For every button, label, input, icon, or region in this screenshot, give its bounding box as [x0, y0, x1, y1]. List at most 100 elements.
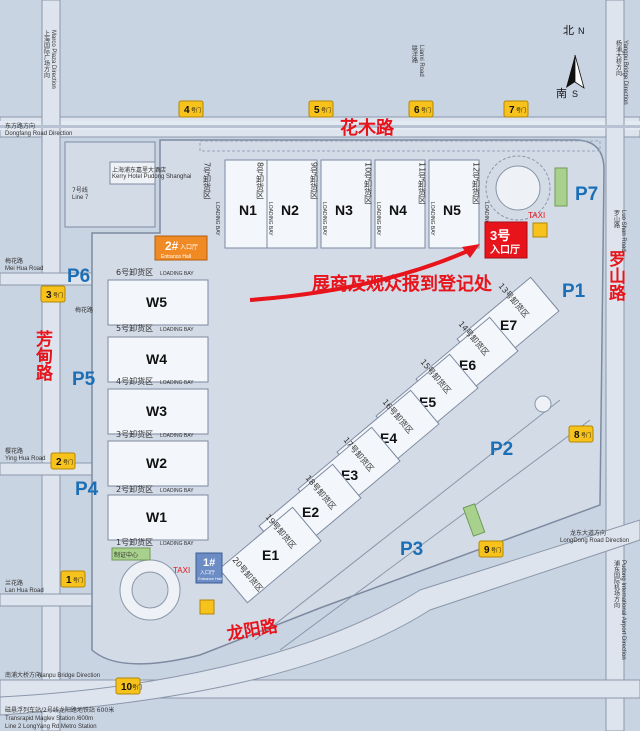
park-p2: P2	[490, 439, 513, 460]
taxi-ne: TAXI	[528, 211, 545, 220]
hall-label-e1: E1	[262, 547, 279, 563]
dir-dongfang-cn: 东方路方向	[5, 122, 35, 130]
hall-w3[interactable]	[107, 388, 209, 435]
east-internal-road	[254, 399, 561, 641]
hall-w2[interactable]	[107, 440, 209, 487]
hall-n5[interactable]	[428, 159, 480, 249]
west-road	[41, 0, 61, 731]
entrance-hall-3[interactable]	[484, 221, 528, 259]
registration-label: 展商及观众报到登记处	[312, 273, 493, 295]
taxi-sw: TAXI	[173, 566, 190, 575]
entrance-hall-2[interactable]	[154, 235, 208, 261]
hall-n2[interactable]	[266, 159, 318, 249]
loading-bay-west: 6号卸货区	[116, 267, 153, 277]
loading-bay-en: LOADING BAY	[214, 202, 220, 236]
hall-label-e7: E7	[500, 317, 517, 333]
kerry-en: Kerry Hotel Pudong Shanghai	[112, 174, 191, 180]
loading-bay-west: 2号卸货区	[116, 484, 153, 494]
dir-dongfang-en: Dongfang Road Direction	[5, 131, 72, 137]
gate-label: 号门	[191, 107, 201, 114]
gate-label: 号门	[321, 107, 331, 114]
hall-label-n5: N5	[443, 202, 461, 218]
compass-south-en: S	[572, 89, 578, 99]
park-p5: P5	[72, 369, 96, 390]
loading-bay-en: LOADING BAY	[160, 541, 194, 547]
lanhua-road	[0, 593, 107, 607]
loading-bay-en: LOADING BAY	[321, 202, 327, 236]
compass-north-en: N	[578, 26, 585, 36]
loading-bay-west: 5号卸货区	[116, 323, 153, 333]
gate-number: 6	[414, 105, 420, 116]
loading-bay-en: LOADING BAY	[429, 202, 435, 236]
entrance1-cn: 入口厅	[200, 570, 215, 576]
entrance3-num: 3号	[490, 228, 510, 243]
park-p6: P6	[67, 266, 90, 287]
north-corridor	[199, 140, 601, 152]
longyang-road	[0, 519, 640, 716]
dir-pudong-cn: 浦东国际机场方向	[613, 559, 620, 608]
road-yinghua-cn: 樱花路	[5, 447, 23, 455]
green-area-ne	[554, 167, 568, 207]
dir-longdong-cn: 龙东大道方向	[570, 529, 606, 537]
registration-arrow	[249, 248, 471, 302]
entrance3-cn: 入口厅	[490, 244, 520, 256]
park-p1: P1	[562, 281, 586, 302]
gate-number: 1	[66, 575, 72, 586]
park-p7: P7	[575, 184, 598, 205]
line2-en: Line 2 LongYang Rd.Metro Station	[5, 724, 97, 730]
line7-en: Line 7	[72, 195, 89, 201]
kerry-cn: 上海浦东嘉里大酒店	[112, 166, 166, 174]
hall-n3[interactable]	[320, 159, 372, 249]
loading-bay-north: 12号卸货区	[472, 162, 481, 204]
gate-label: 号门	[132, 684, 142, 691]
hall-label-n4: N4	[389, 202, 407, 218]
gate-number: 5	[314, 105, 320, 116]
park-p3: P3	[400, 539, 423, 560]
loading-bay-north: 7号卸货区	[203, 162, 212, 199]
hall-w4[interactable]	[107, 336, 209, 383]
road-huamu: 花木路	[340, 117, 395, 139]
loading-bay-north: 10号卸货区	[364, 162, 373, 204]
compass	[566, 54, 585, 89]
entrance-hall-1[interactable]	[195, 552, 223, 584]
parking-icon-3	[532, 222, 548, 238]
side-direction-labels: 上海国际广场方向 Marco Plaza Direction 杨浦大桥方向 Ya…	[43, 29, 629, 659]
north-roundabout	[495, 165, 541, 211]
hall-e1[interactable]: E1	[218, 506, 322, 604]
gate-number: 10	[121, 682, 133, 693]
line7-cn: 7号线	[72, 186, 88, 194]
gate-number: 8	[574, 430, 580, 441]
hall-label-w3: W3	[146, 403, 167, 419]
dir-marco-cn: 上海国际广场方向	[43, 29, 50, 78]
hall-label-w1: W1	[146, 509, 167, 525]
gate-label: 号门	[516, 107, 526, 114]
hall-w1[interactable]	[107, 494, 209, 541]
maglev-cn: 磁悬浮列车站/2号线龙阳路地铁站 600米	[5, 706, 114, 714]
gate-number: 4	[184, 105, 190, 116]
labels: 北 N 南 S 花木路 展商及观众报到登记处 东方路方向 Dongfang Ro…	[5, 24, 629, 730]
hall-w5[interactable]	[107, 279, 209, 326]
loading-bay-west: 4号卸货区	[116, 376, 153, 386]
loading-bay-en: LOADING BAY	[160, 433, 194, 439]
road-meihua-en: Mei Hua Road	[5, 266, 43, 272]
road-lanhua-en: Lan Hua Road	[5, 588, 44, 594]
entrance2-cn: 入口厅	[180, 244, 198, 251]
gate-label: 号门	[73, 577, 83, 584]
gate-number: 9	[484, 545, 490, 556]
hall-label-w4: W4	[146, 351, 167, 367]
gate-number: 2	[56, 457, 62, 468]
hall-n4[interactable]	[374, 159, 426, 249]
maglev-en: Transrapid Maglev Station /600m	[5, 716, 93, 722]
